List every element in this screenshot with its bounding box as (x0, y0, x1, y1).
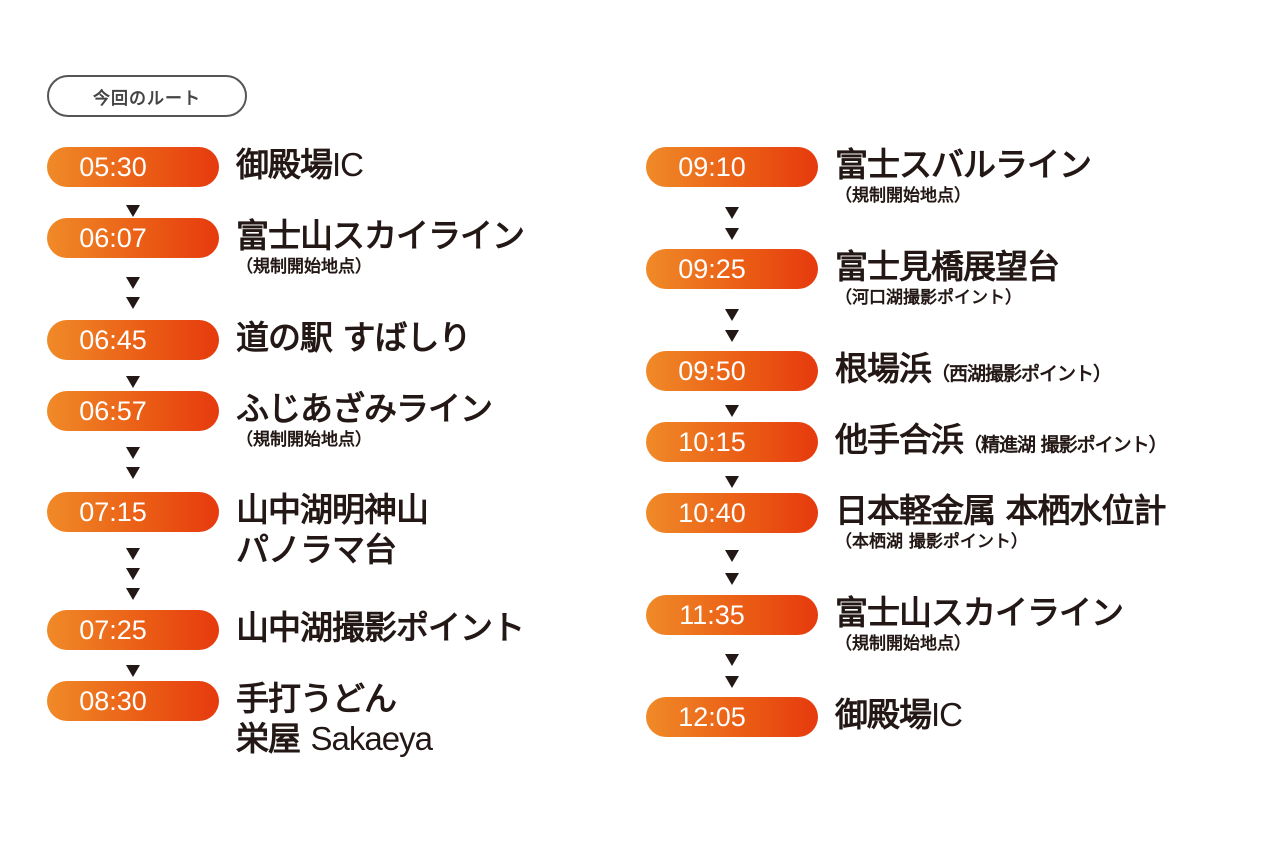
time-pill: 10:40 (646, 493, 818, 533)
stop-name-text: 御殿場 (835, 695, 932, 734)
stop-name-line: 根場浜（西湖撮影ポイント） (835, 349, 1112, 394)
stop-name-text: 富士山スカイライン (236, 216, 525, 255)
stop-name-text: 山中湖撮影ポイント (236, 608, 525, 647)
stop-inline-note: （精進湖 撮影ポイント） (963, 434, 1168, 456)
stop-note: （本栖湖 撮影ポイント） (835, 532, 1028, 552)
down-arrow-icon (126, 568, 140, 580)
time-pill: 11:35 (646, 595, 818, 635)
time-pill: 10:15 (646, 422, 818, 462)
down-arrow-icon (126, 297, 140, 309)
stop-note: （規制開始地点） (236, 257, 372, 277)
route-header-label: 今回のルート (93, 88, 201, 109)
stop-note: （河口湖撮影ポイント） (835, 288, 1022, 308)
stop-note: （規制開始地点） (236, 430, 372, 450)
stop-name-text: 山中湖明神山 (236, 490, 429, 529)
stop-name-line: 富士山スカイライン (835, 593, 1124, 633)
stop-name-text: 手打うどん (236, 679, 397, 718)
stop-name-line: 手打うどん (236, 679, 432, 719)
stop-name: 富士山スカイライン（規制開始地点） (236, 216, 525, 278)
down-arrow-icon (126, 467, 140, 479)
stop-note: （規制開始地点） (835, 634, 971, 654)
down-arrow-icon (725, 654, 739, 666)
stop-name-text: Sakaeya (310, 720, 433, 757)
time-pill: 09:25 (646, 249, 818, 289)
down-arrow-icon (126, 665, 140, 677)
stop-name-line: ふじあざみライン (236, 389, 493, 429)
stop-name-text: 根場浜 (835, 349, 932, 388)
stop-name-text: 他手合浜 (835, 420, 964, 459)
stop-name-line: 富士山スカイライン (236, 216, 525, 256)
stop-name-line: パノラマ台 (236, 530, 428, 570)
down-arrow-icon (725, 676, 739, 688)
stop-name: 他手合浜（精進湖 撮影ポイント） (835, 420, 1168, 465)
stop-name-text: ふじあざみライン (236, 389, 493, 428)
stop-note: （規制開始地点） (835, 186, 971, 206)
stop-name: 山中湖撮影ポイント (236, 608, 525, 648)
down-arrow-icon (725, 228, 739, 240)
stop-name: 手打うどん栄屋 Sakaeya (236, 679, 433, 759)
stop-name-text: IC (332, 146, 364, 183)
time-pill: 12:05 (646, 697, 818, 737)
stop-name-line: 日本軽金属 本栖水位計 (835, 491, 1166, 531)
stop-name-line: 山中湖撮影ポイント (236, 608, 525, 648)
time-pill: 05:30 (47, 147, 219, 187)
down-arrow-icon (126, 588, 140, 600)
stop-name-text: 日本軽金属 本栖水位計 (835, 491, 1166, 530)
stop-name-line: 富士スバルライン (835, 145, 1092, 185)
stop-name: 富士スバルライン（規制開始地点） (835, 145, 1092, 207)
down-arrow-icon (725, 476, 739, 488)
stop-name: 富士山スカイライン（規制開始地点） (835, 593, 1124, 655)
stop-name: 道の駅 すばしり (236, 318, 471, 358)
stop-name-text: 富士山スカイライン (835, 593, 1124, 632)
stop-name-text: 富士見橋展望台 (835, 247, 1060, 286)
stop-name-line: 富士見橋展望台 (835, 247, 1060, 287)
stop-name-line: 栄屋 Sakaeya (236, 719, 433, 759)
down-arrow-icon (725, 330, 739, 342)
time-pill: 08:30 (47, 681, 219, 721)
down-arrow-icon (725, 550, 739, 562)
stop-name-text: IC (931, 696, 963, 733)
time-pill: 06:57 (47, 391, 219, 431)
stop-name-text: パノラマ台 (236, 530, 397, 569)
down-arrow-icon (725, 405, 739, 417)
time-pill: 09:10 (646, 147, 818, 187)
stop-name-text: 道の駅 すばしり (236, 318, 471, 357)
stop-inline-note: （西湖撮影ポイント） (931, 363, 1112, 385)
stop-name: 日本軽金属 本栖水位計（本栖湖 撮影ポイント） (835, 491, 1166, 553)
down-arrow-icon (126, 548, 140, 560)
down-arrow-icon (725, 309, 739, 321)
stop-name-line: 道の駅 すばしり (236, 318, 471, 358)
stop-name-text: 富士スバルライン (835, 145, 1092, 184)
stop-name-text: 栄屋 (236, 719, 311, 758)
down-arrow-icon (725, 207, 739, 219)
time-pill: 07:25 (47, 610, 219, 650)
stop-name-line: 御殿場IC (835, 695, 963, 735)
down-arrow-icon (126, 376, 140, 388)
down-arrow-icon (725, 573, 739, 585)
stop-name: 御殿場IC (835, 695, 963, 735)
stop-name-line: 他手合浜（精進湖 撮影ポイント） (835, 420, 1168, 465)
down-arrow-icon (126, 277, 140, 289)
stop-name: ふじあざみライン（規制開始地点） (236, 389, 493, 451)
stop-name-line: 御殿場IC (236, 145, 364, 185)
time-pill: 09:50 (646, 351, 818, 391)
stop-name: 根場浜（西湖撮影ポイント） (835, 349, 1112, 394)
stop-name: 山中湖明神山パノラマ台 (236, 490, 429, 570)
down-arrow-icon (126, 447, 140, 459)
time-pill: 06:45 (47, 320, 219, 360)
stop-name: 富士見橋展望台（河口湖撮影ポイント） (835, 247, 1060, 309)
route-header-badge: 今回のルート (47, 75, 247, 117)
stop-name: 御殿場IC (236, 145, 364, 185)
stop-name-line: 山中湖明神山 (236, 490, 429, 530)
time-pill: 07:15 (47, 492, 219, 532)
stop-name-text: 御殿場 (236, 145, 333, 184)
time-pill: 06:07 (47, 218, 219, 258)
down-arrow-icon (126, 205, 140, 217)
